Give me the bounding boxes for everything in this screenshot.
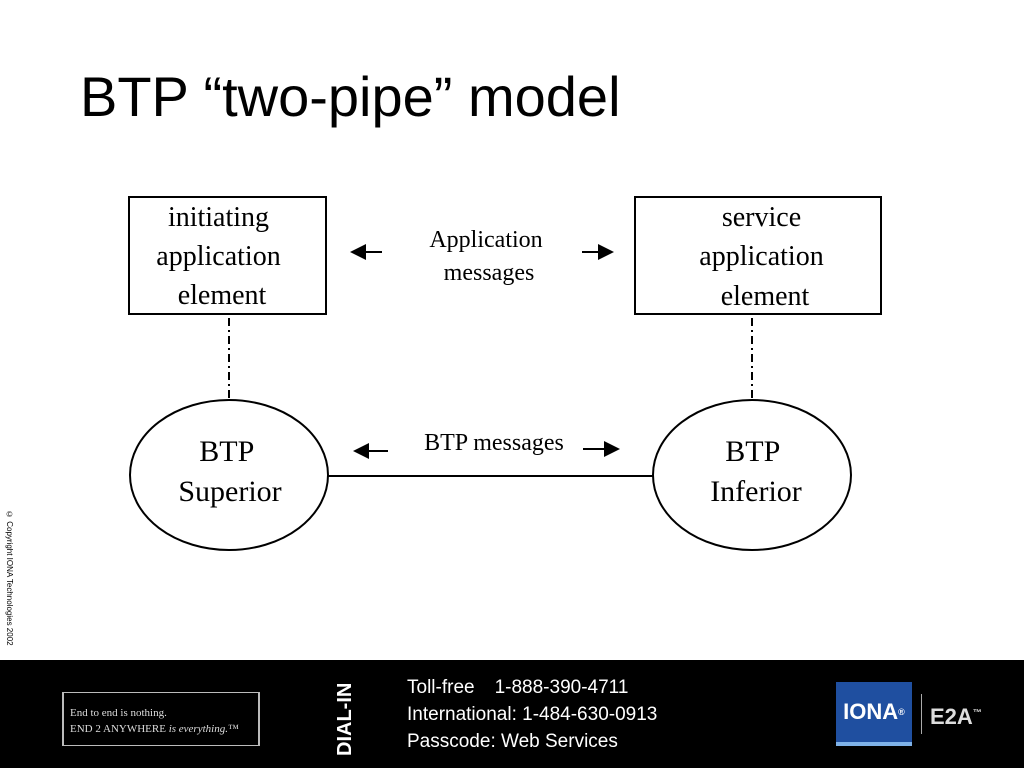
- iona-logo-mark: ®: [898, 707, 905, 717]
- copyright-notice: © Copyright IONA Technologies 2002: [5, 510, 14, 646]
- tollfree-row: Toll-free 1-888-390-4711: [407, 674, 657, 701]
- e2a-logo: E2A™: [930, 704, 982, 730]
- tagline-line2: END 2 ANYWHERE is everything.™: [70, 723, 239, 735]
- superior-line2: Superior: [178, 475, 281, 508]
- btp-inferior-node: [652, 399, 852, 551]
- tollfree-label: Toll-free: [407, 677, 475, 698]
- e2a-tm: ™: [972, 707, 982, 718]
- superior-line1: BTP: [199, 435, 253, 468]
- footer-bar: End to end is nothing. END 2 ANYWHERE is…: [0, 660, 1024, 768]
- inferior-line2: Inferior: [710, 475, 802, 508]
- initiating-app-box: [128, 196, 327, 315]
- inferior-line1: BTP: [725, 435, 779, 468]
- btp-superior-node: [129, 399, 329, 551]
- dial-in-info: Toll-free 1-888-390-4711 International: 1…: [407, 674, 657, 755]
- tagline-box: End to end is nothing. END 2 ANYWHERE is…: [62, 692, 260, 746]
- tagline-line1: End to end is nothing.: [70, 707, 167, 719]
- btp-messages-label: BTP messages: [424, 430, 564, 456]
- svg-text:BTP Superior: BTP Superior: [178, 435, 281, 508]
- tollfree-number: 1-888-390-4711: [494, 677, 629, 698]
- initiating-box-line1: initiating: [168, 202, 269, 233]
- app-messages-line1: Application: [429, 227, 542, 253]
- initiating-box-line3: element: [178, 280, 267, 311]
- tagline-line2-prefix: END 2 ANYWHERE: [70, 723, 169, 735]
- logo-divider: [921, 694, 922, 734]
- passcode: Passcode: Web Services: [407, 731, 618, 752]
- service-box-line1: service: [722, 202, 801, 233]
- two-pipe-diagram: initiating application element service a…: [128, 196, 882, 551]
- dial-in-label: DIAL-IN: [334, 682, 356, 756]
- svg-text:Application messages: Application messages: [429, 227, 548, 286]
- app-messages-line2: messages: [444, 260, 535, 286]
- slide-title: BTP “two-pipe” model: [80, 65, 621, 128]
- international-number: International: 1-484-630-0913: [407, 704, 658, 725]
- initiating-box-line2: application: [156, 241, 280, 272]
- tagline-line2-italic: is everything.: [168, 723, 228, 735]
- iona-logo: IONA®: [836, 682, 912, 746]
- svg-text:initiating application: initiating application element: [156, 202, 287, 311]
- svg-text:BTP Inferior: BTP Inferior: [710, 435, 802, 508]
- iona-logo-text: IONA: [843, 699, 899, 724]
- service-box-line3: element: [721, 281, 810, 312]
- svg-text:service application el: service application element: [699, 202, 830, 312]
- tagline-tm: ™: [227, 723, 239, 735]
- e2a-logo-text: E2A: [930, 704, 973, 729]
- service-box-line2: application: [699, 241, 823, 272]
- service-app-box: [634, 196, 882, 315]
